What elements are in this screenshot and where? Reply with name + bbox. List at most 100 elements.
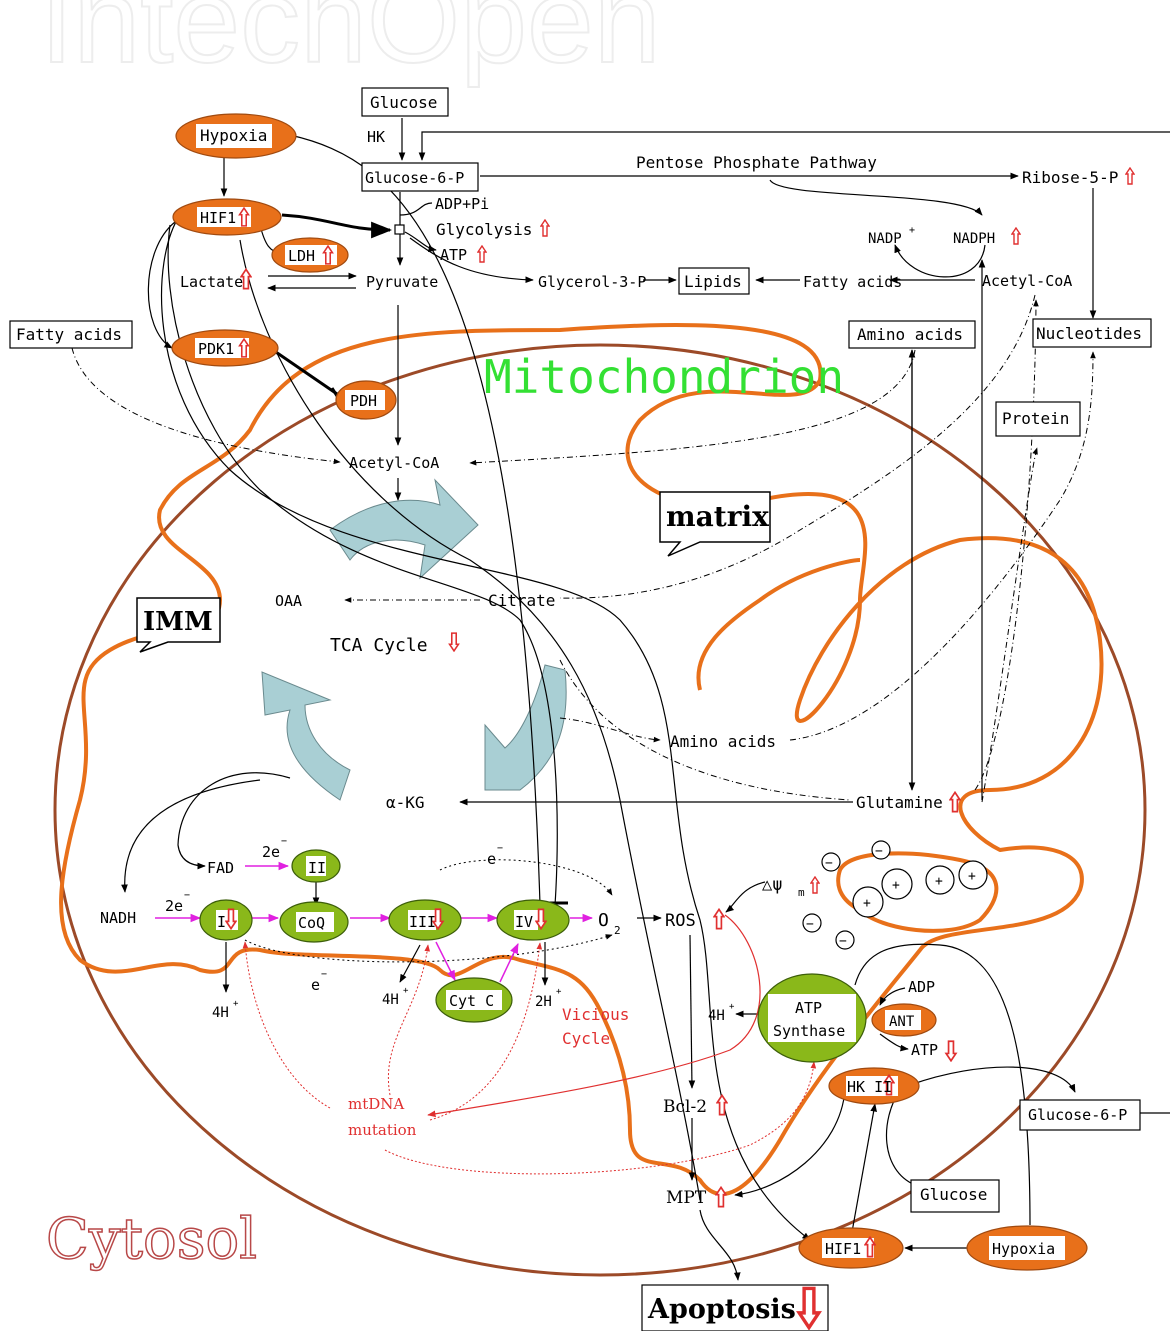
hk-label: HK [367,128,385,146]
e-bottom-minus: − [321,969,327,980]
tca-label: TCA Cycle [330,635,428,656]
mitochondrion-inner-loop [696,558,861,691]
minus-sign-3: − [806,917,814,932]
lipids-box [678,267,750,295]
delta-psi-sub: m [798,886,805,899]
two-h-plus: + [556,987,562,997]
g6p-top-box [361,162,479,192]
o2-sub: 2 [614,924,621,937]
mpt-label: MPT [666,1188,707,1208]
cytosol-label: Cytosol [46,1207,257,1272]
two-e-a-label: 2e [262,843,280,861]
glycolysis-node [394,224,405,235]
fatty-acids-left-box [9,320,133,349]
plus-sign-4: + [968,869,976,884]
hif1-top-label: HIF1 [200,209,236,227]
nucleotides-label: Nucleotides [1036,324,1142,343]
inner-mitochondrial-membrane [59,323,1104,1197]
atp-synthase-label-1: ATP [795,999,822,1017]
complex-iii-label: III [409,913,436,931]
atp-synthase-label-2: Synthase [773,1022,845,1040]
tca-arrow-top [329,478,479,580]
two-h-label: 2H [535,994,552,1010]
protein-box [995,401,1081,437]
o2-label: O [598,910,609,931]
fatty-acids-left-label: Fatty acids [16,325,122,344]
bcl2-label: Bcl-2 [663,1097,707,1117]
hkii-label: HK II [847,1078,892,1096]
nadh-label: NADH [100,909,136,927]
pdh-label: PDH [350,392,377,410]
plus-sign-2: + [892,878,900,893]
pdk1-label: PDK1 [198,340,234,358]
four-h-b-label: 4H [382,992,399,1008]
glycolysis-label: Glycolysis [436,220,532,239]
fad-label: FAD [207,859,234,877]
cyt-c-label: Cyt C [449,992,494,1010]
hif1-to-glycolysis-arrow [281,213,393,239]
cycle-label: Cycle [562,1029,610,1048]
mitochondrion-outer-membrane [53,343,1147,1277]
glutamine-label: Glutamine [856,793,943,812]
watermark: IntechOpen [40,0,660,88]
minus-sign-2: − [875,844,883,859]
four-h-a-plus: + [233,999,239,1009]
ros-label: ROS [665,911,696,931]
nadph-label: NADPH [953,231,995,247]
acetyl-coa-mid-label: Acetyl-CoA [349,454,439,472]
glucose-bottom-box [910,1179,1000,1213]
four-h-c-label: 4H [708,1008,725,1024]
complex-ii-label: II [308,859,326,877]
nadp-label: NADP [868,231,902,247]
fatty-acids-mid-label: Fatty acids [803,273,902,291]
glucose-top-label: Glucose [370,93,437,112]
apoptosis-label: Apoptosis [647,1294,796,1325]
glycerol-label: Glycerol-3-P [538,273,646,291]
mtdna-label-1: mtDNA [348,1095,404,1113]
tca-arrow-right [484,664,567,791]
hif1-bottom-label: HIF1 [825,1240,861,1258]
adp-label: ADP [908,978,935,996]
citrate-label: Citrate [488,591,555,610]
ribose-label: Ribose-5-P [1022,168,1118,187]
matrix-label: matrix [666,500,769,533]
atp-top-label: ATP [440,246,467,264]
two-e-a-minus: − [281,836,287,847]
amino-acids-top-box [848,320,976,349]
minus-sign-4: − [839,934,847,949]
amino-acids-top-label: Amino acids [857,325,963,344]
mtdna-label-2: mutation [348,1121,417,1139]
glucose6p-right-label: Glucose-6-P [1028,1106,1127,1124]
tca-arrow-left [261,671,351,801]
imm-label: IMM [143,607,213,637]
coq-label: CoQ [298,914,325,932]
matrix-callout [659,491,771,557]
minus-sign-1: − [825,856,833,871]
nadp-plus: + [909,225,915,236]
nucleotides-box [1032,318,1152,348]
vicious-label: Vicious [562,1005,629,1024]
glucose-bottom-label: Glucose [920,1185,987,1204]
plus-sign-3: + [935,874,943,889]
akg-label: α-KG [386,793,425,812]
four-h-c-plus: + [729,1002,735,1012]
mitochondrion-label: Mitochondrion [484,350,844,404]
adp-pi-label: ADP+Pi [435,195,489,213]
amino-acids-mid-label: Amino acids [670,732,776,751]
oaa-label: OAA [275,592,302,610]
imm-callout [136,597,221,653]
lactate-label: Lactate [180,273,243,291]
e-top-label: e [487,850,496,868]
complex-i-label: I [217,913,226,931]
e-bottom-label: e [311,976,320,994]
atp-bottom-label: ATP [911,1041,938,1059]
two-e-b-minus: − [184,890,190,901]
ant-label: ANT [889,1014,915,1030]
glucose6p-right-box [1019,1099,1141,1131]
hypoxia-bottom-label: Hypoxia [992,1240,1055,1258]
complex-iv-label: IV [515,913,533,931]
plus-sign-1: + [863,896,871,911]
ppp-label: Pentose Phosphate Pathway [636,153,877,172]
